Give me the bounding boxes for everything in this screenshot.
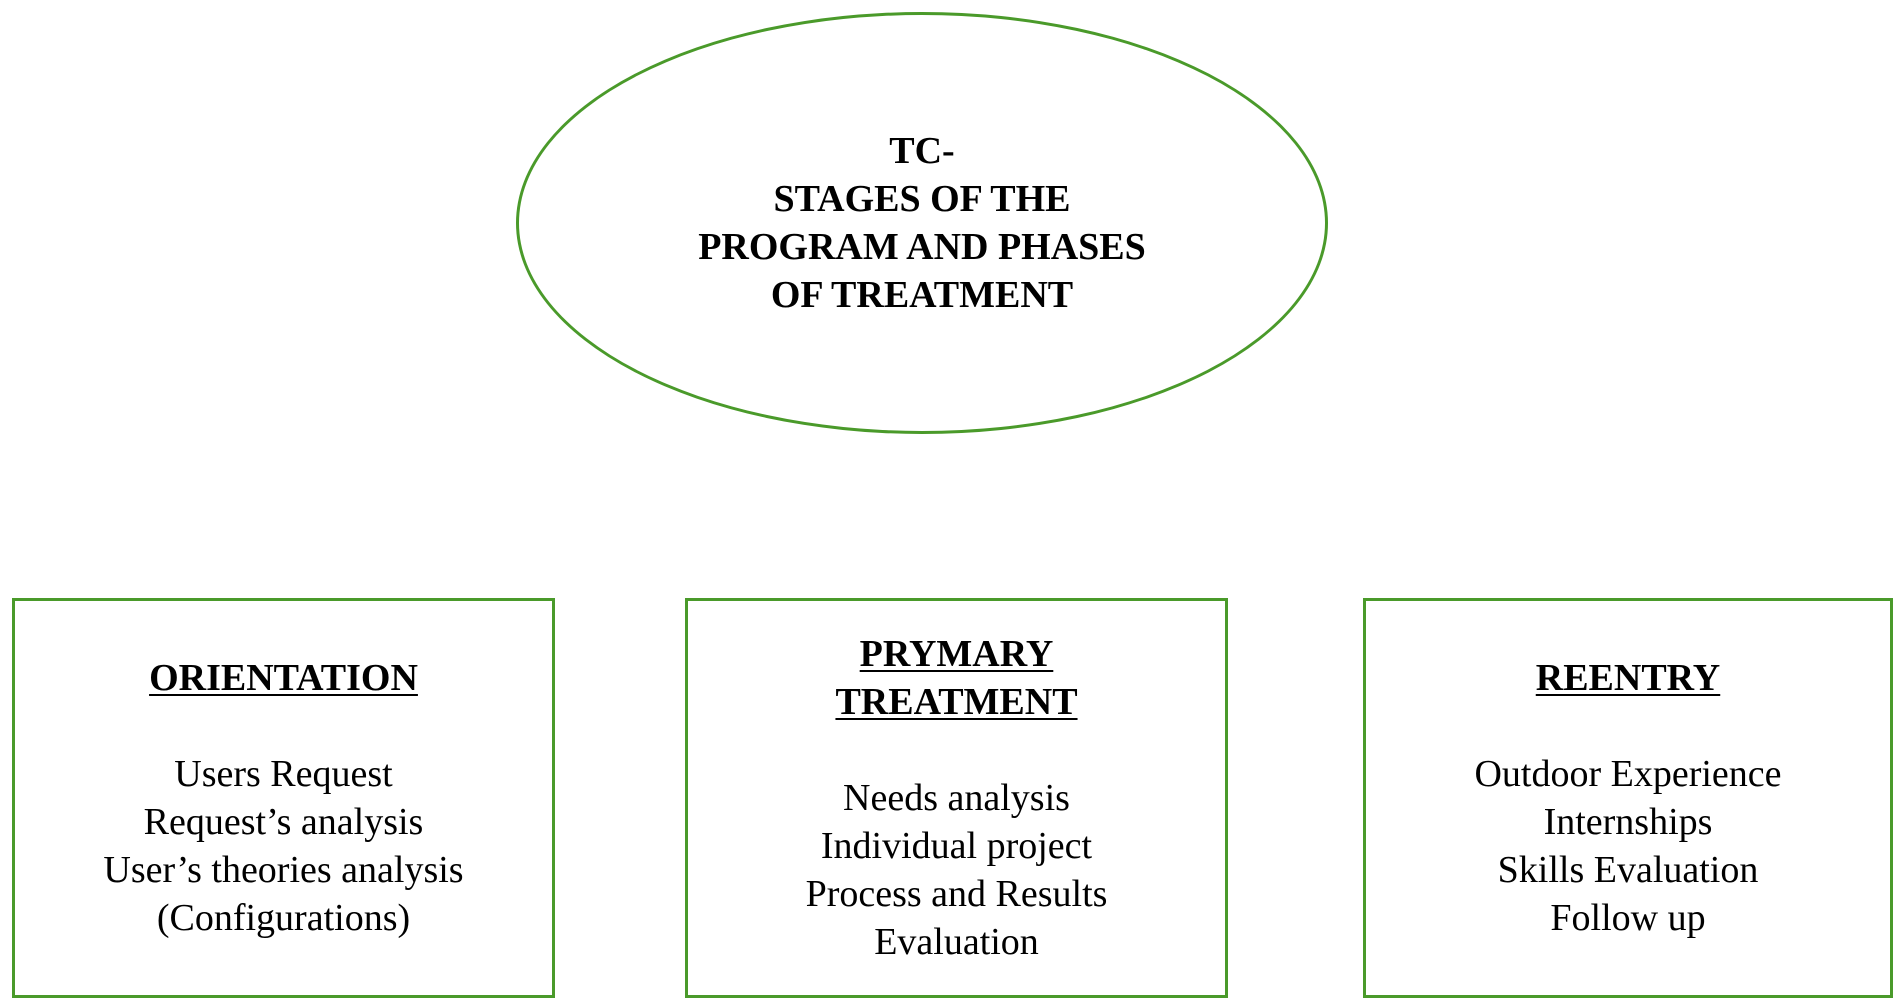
root-node-ellipse: TC- STAGES OF THE PROGRAM AND PHASES OF …	[516, 12, 1328, 434]
stage-item: Skills Evaluation	[1497, 849, 1759, 891]
stage-item: User’s theories analysis	[103, 849, 464, 891]
root-title-line: OF TREATMENT	[770, 274, 1074, 316]
stage-item: Evaluation	[874, 921, 1039, 963]
stage-item: Individual project	[820, 825, 1093, 867]
stage-item: Internships	[1543, 801, 1713, 843]
stage-title-line: ORIENTATION	[149, 657, 418, 699]
stage-item: Users Request	[174, 753, 393, 795]
stage-box-primary-treatment: PRYMARY TREATMENT Needs analysis Individ…	[685, 598, 1228, 998]
stage-title: REENTRY	[1536, 654, 1720, 702]
stage-title-line: TREATMENT	[835, 681, 1078, 723]
root-title-line: PROGRAM AND PHASES	[698, 226, 1146, 268]
stage-title-line: PRYMARY	[859, 633, 1054, 675]
stage-item: Outdoor Experience	[1474, 753, 1782, 795]
stage-title-line: REENTRY	[1535, 657, 1721, 699]
root-title-line: STAGES OF THE	[773, 178, 1071, 220]
stage-item: Needs analysis	[843, 777, 1070, 819]
root-title-line: TC-	[889, 130, 955, 172]
stage-item: (Configurations)	[156, 897, 411, 939]
stage-item: Request’s analysis	[143, 801, 424, 843]
stage-title: ORIENTATION	[149, 654, 418, 702]
stage-title: PRYMARY TREATMENT	[835, 630, 1077, 726]
stage-box-reentry: REENTRY Outdoor Experience Internships S…	[1363, 598, 1893, 998]
stage-item: Follow up	[1550, 897, 1706, 939]
stage-item: Process and Results	[805, 873, 1108, 915]
stage-box-orientation: ORIENTATION Users Request Request’s anal…	[12, 598, 555, 998]
